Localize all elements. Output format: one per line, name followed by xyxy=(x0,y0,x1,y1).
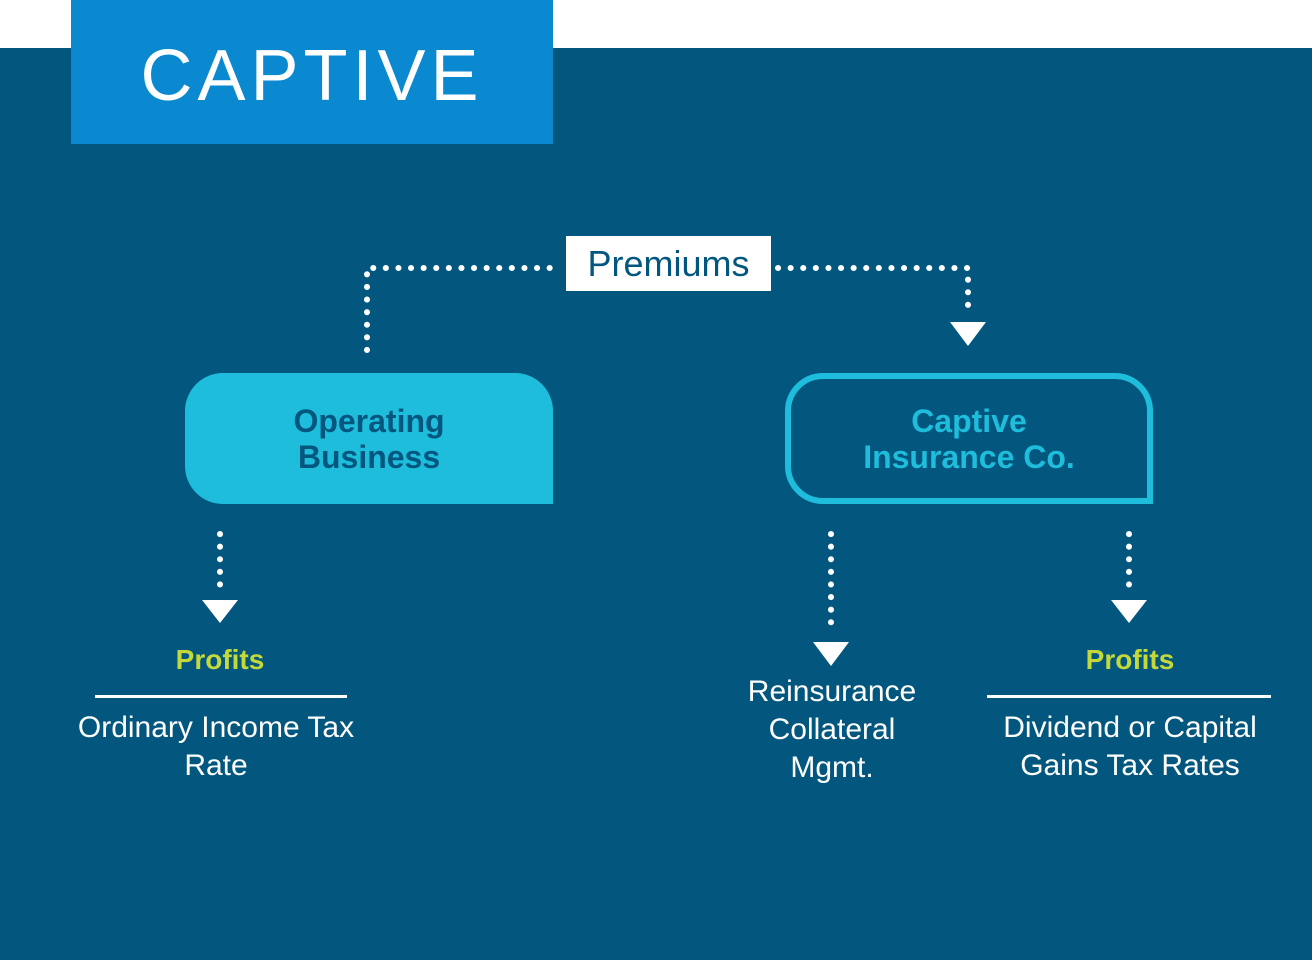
operating-tax-line1: Ordinary Income Tax xyxy=(77,711,355,744)
captive-tax-outcome: Dividend or Capital Gains Tax Rates xyxy=(960,709,1300,785)
reinsurance-outcome: Reinsurance Collateral Mgmt. xyxy=(700,673,964,787)
premiums-arrowhead xyxy=(950,322,986,346)
premiums-connector xyxy=(364,265,971,353)
premiums-label: Premiums xyxy=(566,236,771,291)
captive-profits-arrowhead xyxy=(1111,600,1147,623)
operating-profits-arrowhead xyxy=(202,600,238,623)
captive-insurance-line1: Captive xyxy=(911,402,1027,439)
operating-tax-outcome: Ordinary Income Tax Rate xyxy=(40,709,392,785)
reinsurance-arrowhead xyxy=(813,642,849,666)
reinsurance-line2: Collateral xyxy=(768,713,896,746)
captive-insurance-line2: Insurance Co. xyxy=(863,438,1075,475)
operating-business-line2: Business xyxy=(297,438,441,475)
captive-profits-label: Profits xyxy=(1085,644,1175,675)
operating-profits-divider xyxy=(95,695,347,698)
operating-business-node: Operating Business xyxy=(185,373,553,504)
captive-tax-line1: Dividend or Capital xyxy=(1003,711,1257,744)
operating-business-line1: Operating xyxy=(293,402,445,439)
operating-tax-line2: Rate xyxy=(184,749,248,782)
captive-tax-line2: Gains Tax Rates xyxy=(1020,749,1240,782)
diagram-background xyxy=(0,48,1312,960)
title-tab: CAPTIVE xyxy=(71,0,553,144)
operating-profits-label: Profits xyxy=(175,644,265,675)
reinsurance-line3: Mgmt. xyxy=(790,751,874,784)
page-title: CAPTIVE xyxy=(140,36,484,116)
captive-insurance-node: Captive Insurance Co. xyxy=(785,373,1153,504)
reinsurance-line1: Reinsurance xyxy=(747,675,917,708)
captive-profits-divider xyxy=(987,695,1271,698)
